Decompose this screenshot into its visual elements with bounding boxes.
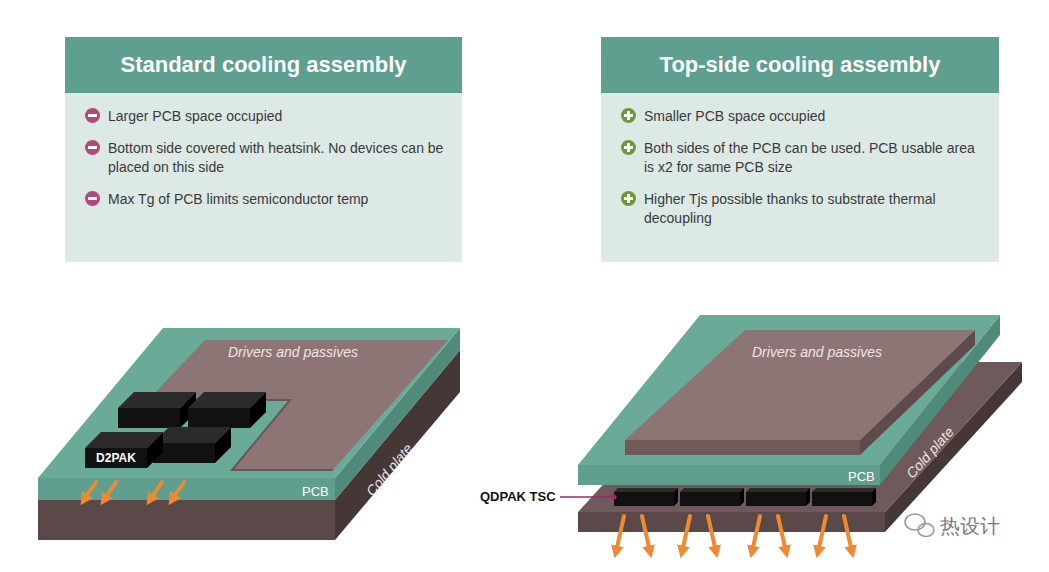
icon-bar (88, 197, 97, 200)
plus-icon (621, 108, 636, 123)
pcb-label-text: PCB (848, 469, 875, 484)
bullet-text: Bottom side covered with heatsink. No de… (108, 139, 446, 177)
drivers-label: Drivers and passives (752, 343, 882, 361)
plus-icon (621, 140, 636, 155)
icon-bar (88, 114, 97, 117)
watermark: 热设计 (940, 513, 1000, 540)
bullet-text: Smaller PCB space occupied (644, 107, 825, 126)
bullet-row: Larger PCB space occupied (85, 107, 446, 126)
panel-title: Top-side cooling assembly (601, 37, 999, 93)
bullet-row: Max Tg of PCB limits semiconductor temp (85, 190, 446, 209)
icon-bar (627, 111, 630, 120)
pcb-label: PCB (302, 482, 329, 500)
panel-body: Larger PCB space occupiedBottom side cov… (65, 93, 462, 232)
plus-icon (621, 191, 636, 206)
info-panel: Standard cooling assemblyLarger PCB spac… (65, 37, 462, 262)
d2pak-chip-text: D2PAK (85, 448, 147, 468)
drivers-label-text: Drivers and passives (752, 344, 882, 360)
bullet-row: Both sides of the PCB can be used. PCB u… (621, 139, 983, 177)
panel-body: Smaller PCB space occupiedBoth sides of … (601, 93, 999, 251)
right-assembly (560, 315, 1022, 552)
icon-bar (627, 143, 630, 152)
bullet-text: Both sides of the PCB can be used. PCB u… (644, 139, 983, 177)
info-panel: Top-side cooling assemblySmaller PCB spa… (601, 37, 999, 262)
d2pak-chip: D2PAK (85, 448, 147, 468)
bullet-text: Higher Tjs possible thanks to substrate … (644, 190, 983, 228)
drivers-label-text: Drivers and passives (228, 344, 358, 360)
callout-label: QDPAK TSC (480, 489, 556, 504)
icon-bar (88, 146, 97, 149)
pcb-label: PCB (848, 467, 875, 485)
minus-icon (85, 191, 100, 206)
bullet-text: Max Tg of PCB limits semiconductor temp (108, 190, 368, 209)
minus-icon (85, 140, 100, 155)
watermark-icon (905, 514, 934, 537)
icon-bar (627, 194, 630, 203)
bullet-row: Higher Tjs possible thanks to substrate … (621, 190, 983, 228)
panel-title: Standard cooling assembly (65, 37, 462, 93)
minus-icon (85, 108, 100, 123)
drivers-label: Drivers and passives (228, 343, 358, 361)
left-assembly (38, 328, 460, 540)
bullet-row: Smaller PCB space occupied (621, 107, 983, 126)
bullet-row: Bottom side covered with heatsink. No de… (85, 139, 446, 177)
bullet-text: Larger PCB space occupied (108, 107, 282, 126)
pcb-label-text: PCB (302, 484, 329, 499)
